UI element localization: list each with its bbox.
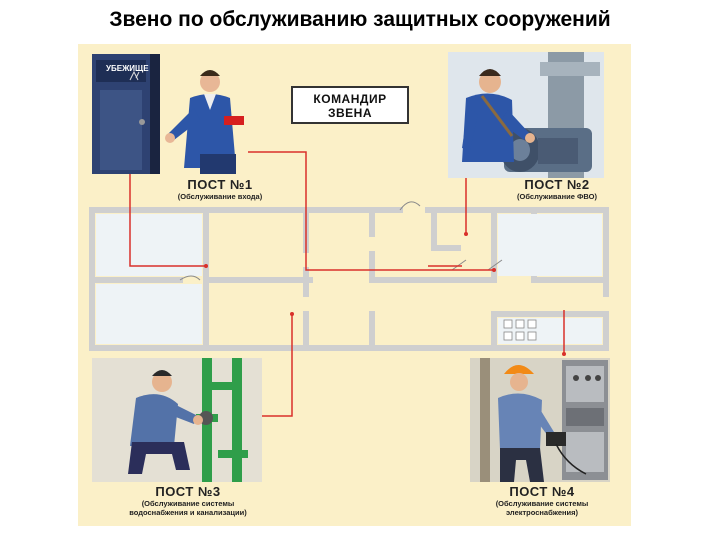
post-1-label: ПОСТ №1 (Обслуживание входа) xyxy=(140,177,300,201)
post-1-title: ПОСТ №1 xyxy=(187,177,253,192)
post-3-label: ПОСТ №3 (Обслуживание системы водоснабже… xyxy=(98,484,278,517)
post-2-label: ПОСТ №2 (Обслуживание ФВО) xyxy=(482,177,632,201)
post-4-subtitle-line2: электроснабжения) xyxy=(505,508,579,517)
post-1-illustration: УБЕЖИЩЕ xyxy=(90,50,258,178)
post-1-subtitle: (Обслуживание входа) xyxy=(177,192,263,201)
page-title: Звено по обслуживанию защитных сооружени… xyxy=(109,8,611,31)
post-2-subtitle: (Обслуживание ФВО) xyxy=(517,192,597,201)
shelter-floor-plan xyxy=(89,151,609,417)
post-3-subtitle-line1: (Обслуживание системы xyxy=(141,499,235,508)
post-3-subtitle-line2: водоснабжения и канализации) xyxy=(129,508,247,517)
plumbing-worker-image xyxy=(92,358,262,482)
post-3-illustration xyxy=(92,358,262,482)
post-4-subtitle-line1: (Обслуживание системы xyxy=(495,499,589,508)
shelter-sign: УБЕЖИЩЕ xyxy=(106,64,149,73)
commander-line1: КОМАНДИР xyxy=(313,92,387,106)
commander-line2: ЗВЕНА xyxy=(327,106,373,120)
post-4-title: ПОСТ №4 xyxy=(509,484,575,499)
post-2-illustration xyxy=(448,52,604,178)
post-4-label: ПОСТ №4 (Обслуживание системы электросна… xyxy=(462,484,622,517)
commander-box: КОМАНДИР ЗВЕНА xyxy=(291,86,409,124)
post-2-title: ПОСТ №2 xyxy=(524,177,590,192)
poster: УБЕЖИЩЕ ПОСТ №1 (Обслуживание входа) КОМ… xyxy=(78,44,631,526)
ventilation-worker-image xyxy=(448,52,604,178)
post-3-title: ПОСТ №3 xyxy=(155,484,221,499)
electrician-worker-image xyxy=(470,358,610,482)
post-4-illustration xyxy=(470,358,610,482)
entrance-worker-image xyxy=(90,50,258,178)
